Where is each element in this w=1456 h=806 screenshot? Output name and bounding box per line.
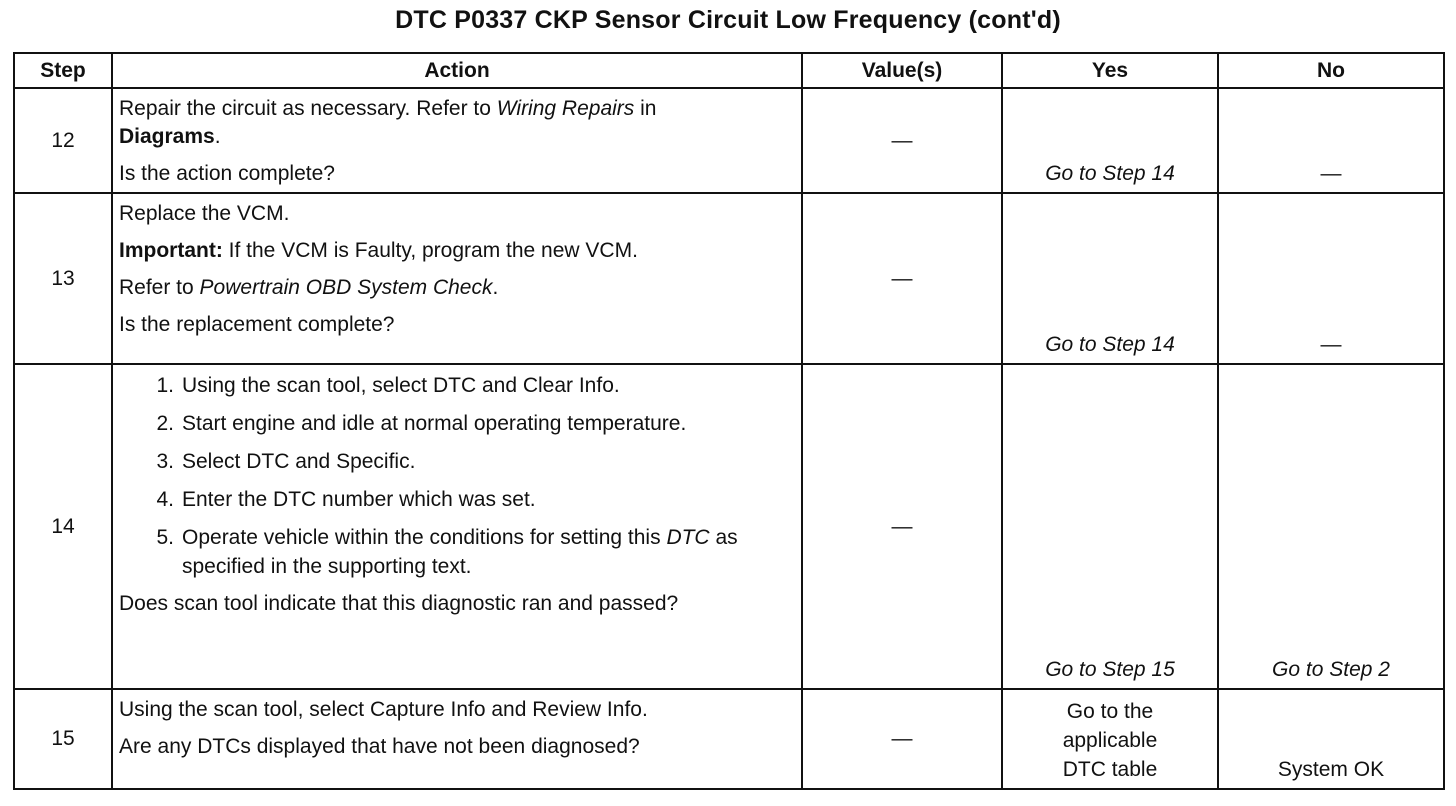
yes-cell: Go to the applicable DTC table — [1001, 688, 1219, 790]
yes-cell: Go to Step 14 — [1001, 192, 1219, 365]
no-cell: Go to Step 2 — [1217, 363, 1445, 690]
table-row: 14 1.Using the scan tool, select DTC and… — [13, 363, 1445, 690]
diagnostic-table: Step Action Value(s) Yes No 12 Repair th… — [13, 52, 1445, 790]
header-values: Value(s) — [801, 52, 1003, 89]
no-cell: — — [1217, 192, 1445, 365]
step-number: 12 — [13, 87, 113, 194]
powertrain-obd-reference: Powertrain OBD System Check — [199, 276, 493, 299]
action-question: Does scan tool indicate that this diagno… — [119, 592, 679, 615]
header-no: No — [1217, 52, 1445, 89]
value-cell: — — [801, 192, 1003, 365]
value-cell: — — [801, 87, 1003, 194]
list-item: 5.Operate vehicle within the conditions … — [156, 526, 738, 578]
procedure-list: 1.Using the scan tool, select DTC and Cl… — [119, 371, 795, 581]
no-cell: System OK — [1217, 688, 1445, 790]
action-question: Is the action complete? — [119, 162, 335, 185]
wiring-repairs-reference: Wiring Repairs — [496, 97, 635, 120]
table-row: 12 Repair the circuit as necessary. Refe… — [13, 87, 1445, 194]
yes-cell: Go to Step 15 — [1001, 363, 1219, 690]
yes-cell: Go to Step 14 — [1001, 87, 1219, 194]
header-step: Step — [13, 52, 113, 89]
table-row: 13 Replace the VCM. Important: If the VC… — [13, 192, 1445, 365]
action-text: Using the scan tool, select Capture Info… — [119, 698, 648, 721]
table-row: 15 Using the scan tool, select Capture I… — [13, 688, 1445, 790]
value-cell: — — [801, 688, 1003, 790]
list-item: 4.Enter the DTC number which was set. — [156, 488, 536, 511]
header-action: Action — [111, 52, 803, 89]
list-item: 2.Start engine and idle at normal operat… — [156, 412, 687, 435]
refer-text: Refer to Powertrain OBD System Check. — [119, 276, 499, 299]
header-yes: Yes — [1001, 52, 1219, 89]
list-item: 1.Using the scan tool, select DTC and Cl… — [156, 374, 620, 397]
action-text: Repair the circuit as necessary. Refer t… — [119, 97, 657, 148]
important-note: Important: If the VCM is Faulty, program… — [119, 239, 638, 262]
action-text: Replace the VCM. — [119, 202, 290, 225]
page-title: DTC P0337 CKP Sensor Circuit Low Frequen… — [395, 6, 1061, 34]
step-number: 13 — [13, 192, 113, 365]
action-question: Is the replacement complete? — [119, 313, 395, 336]
action-cell: Replace the VCM. Important: If the VCM i… — [111, 192, 803, 365]
action-cell: Using the scan tool, select Capture Info… — [111, 688, 803, 790]
action-cell: 1.Using the scan tool, select DTC and Cl… — [111, 363, 803, 690]
list-item: 3.Select DTC and Specific. — [156, 450, 416, 473]
action-question: Are any DTCs displayed that have not bee… — [119, 735, 640, 758]
table-header-row: Step Action Value(s) Yes No — [13, 52, 1445, 89]
no-cell: — — [1217, 87, 1445, 194]
action-cell: Repair the circuit as necessary. Refer t… — [111, 87, 803, 194]
step-number: 15 — [13, 688, 113, 790]
value-cell: — — [801, 363, 1003, 690]
step-number: 14 — [13, 363, 113, 690]
